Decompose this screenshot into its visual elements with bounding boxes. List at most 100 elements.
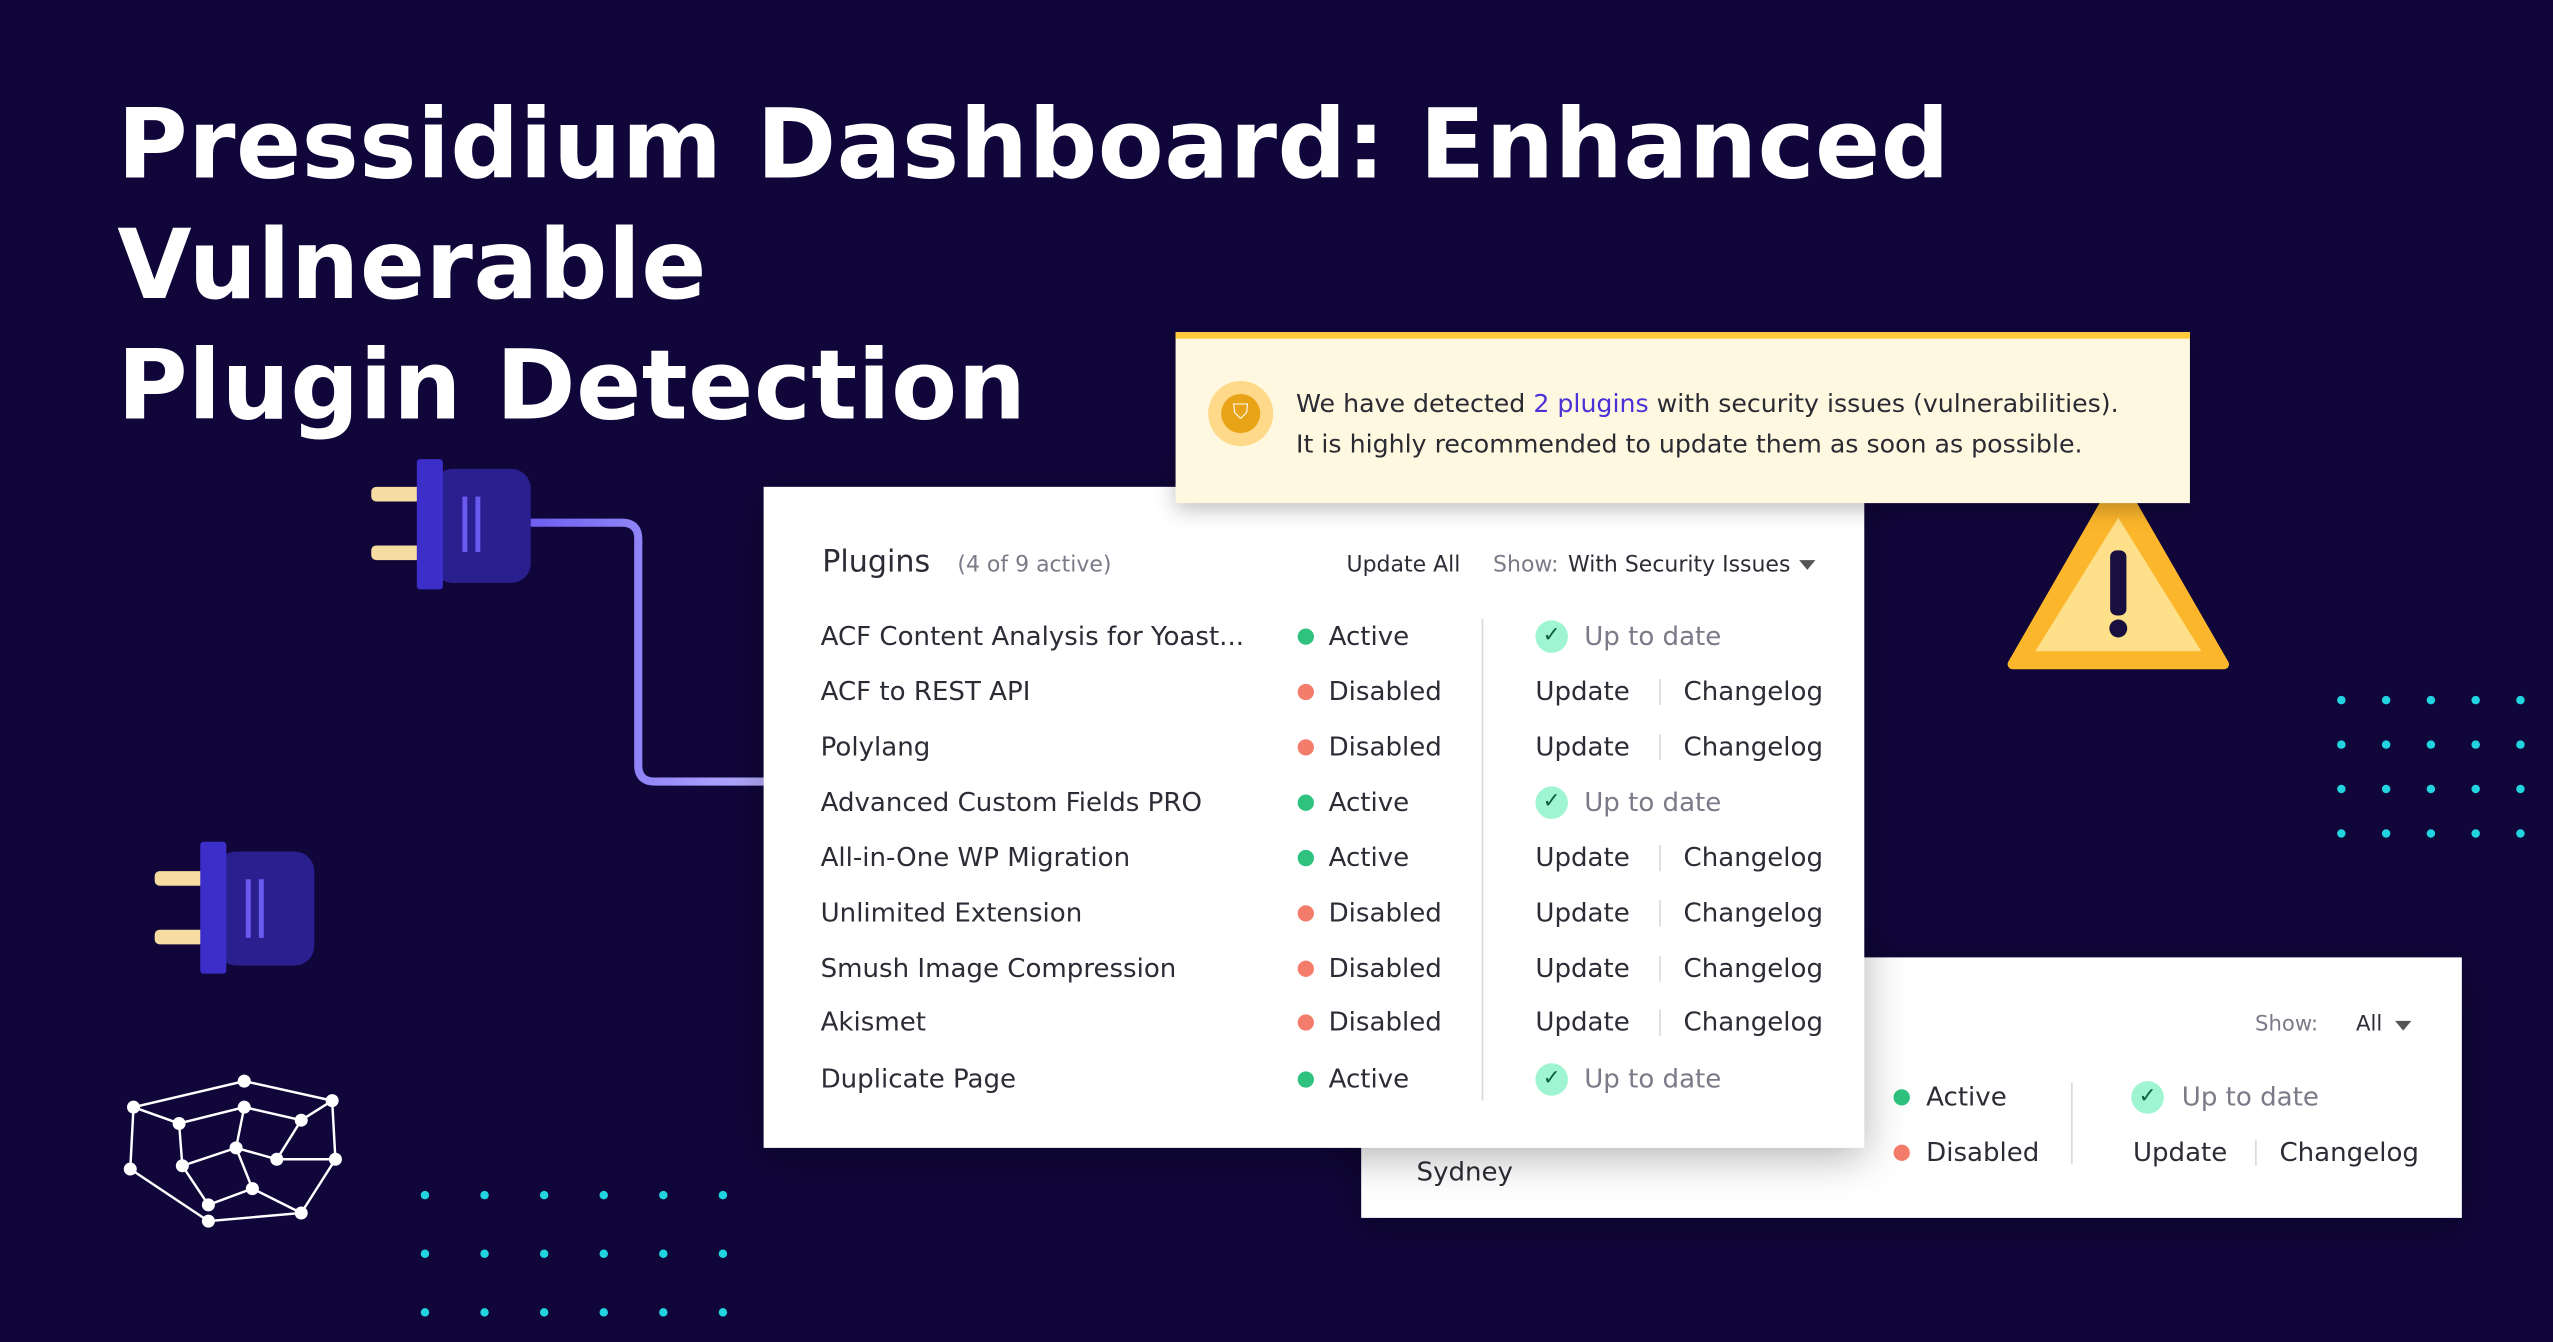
dot-grid-right	[2337, 695, 2525, 838]
decor-dot	[480, 1190, 489, 1200]
notice-line-2: It is highly recommended to update them …	[1296, 429, 2083, 460]
plugin-name: Akismet	[820, 1006, 926, 1038]
update-link[interactable]: Update	[1535, 675, 1630, 707]
decor-dot	[2337, 740, 2346, 749]
check-icon: ✓	[1535, 1063, 1568, 1096]
up-to-date-label: Up to date	[1584, 620, 1722, 652]
up-to-date-label: Up to date	[1584, 1063, 1722, 1095]
changelog-link[interactable]: Changelog	[1683, 1006, 1824, 1038]
dot-grid-bottom	[420, 1190, 728, 1317]
decor-dot	[2516, 740, 2525, 749]
plugins-panel: Plugins (4 of 9 active) Update All Show:…	[763, 486, 1865, 1148]
changelog-link[interactable]: Changelog	[1683, 897, 1824, 929]
decor-dot	[599, 1190, 608, 1200]
link-separator	[1659, 1009, 1661, 1036]
plugin-status: Disabled	[1328, 731, 1442, 762]
update-link[interactable]: Update	[2132, 1136, 2228, 1168]
decor-dot	[420, 1249, 430, 1258]
plugin-status: Active	[1328, 1063, 1410, 1095]
decor-dot	[480, 1249, 489, 1258]
active-status-dot	[1297, 794, 1314, 811]
link-separator	[1659, 845, 1661, 872]
update-link[interactable]: Update	[1535, 731, 1630, 762]
plugin-name: Advanced Custom Fields PRO	[820, 786, 1202, 818]
show-label: Show:	[2255, 1012, 2319, 1038]
plugin-name: Smush Image Compression	[820, 952, 1177, 984]
column-divider	[1481, 618, 1484, 1101]
changelog-link[interactable]: Changelog	[1683, 841, 1824, 873]
active-count: (4 of 9 active)	[957, 551, 1112, 579]
update-all-button[interactable]: Update All	[1346, 551, 1461, 579]
active-status-dot	[1297, 1071, 1314, 1088]
plug-2-icon	[154, 841, 315, 974]
update-link[interactable]: Update	[1535, 841, 1630, 873]
changelog-link[interactable]: Changelog	[1683, 731, 1824, 762]
link-separator	[1659, 900, 1661, 927]
decor-dot	[659, 1190, 668, 1200]
up-to-date-label: Up to date	[1584, 786, 1722, 818]
changelog-link[interactable]: Changelog	[2279, 1136, 2419, 1168]
chevron-down-icon[interactable]	[2395, 1020, 2412, 1031]
link-separator	[1659, 955, 1661, 982]
decor-dot	[2381, 829, 2391, 838]
show-filter-select[interactable]: All	[2356, 1012, 2383, 1038]
security-notice: ⛉ We have detected 2 plugins with securi…	[1175, 332, 2190, 504]
network-logo-icon	[123, 1074, 342, 1228]
plugin-name: ACF Content Analysis for Yoast...	[820, 620, 1245, 652]
decor-dot	[420, 1190, 430, 1200]
check-icon: ✓	[1535, 786, 1568, 819]
decor-dot	[2471, 784, 2480, 794]
link-separator	[2255, 1139, 2257, 1166]
decor-dot	[2471, 695, 2480, 705]
panel-title: Plugins	[822, 545, 931, 580]
notice-text-before: We have detected	[1296, 389, 1534, 419]
decor-dot	[2426, 784, 2436, 794]
plugin-status: Active	[1328, 620, 1410, 652]
status-label: Active	[1926, 1081, 2007, 1113]
show-label: Show:	[1493, 551, 1559, 579]
chevron-down-icon[interactable]	[1799, 560, 1816, 570]
show-filter-select[interactable]: With Security Issues	[1567, 551, 1791, 579]
plugin-status: Active	[1328, 786, 1410, 818]
disabled-status-dot	[1297, 960, 1314, 977]
plugin-name: ACF to REST API	[820, 675, 1031, 707]
decor-dot	[659, 1308, 668, 1317]
update-link[interactable]: Update	[1535, 897, 1630, 929]
decor-dot	[539, 1190, 549, 1200]
plugin-name: Duplicate Page	[820, 1063, 1017, 1095]
disabled-status-dot	[1893, 1144, 1910, 1161]
decor-dot	[2426, 740, 2436, 749]
plugin-name: Unlimited Extension	[820, 897, 1083, 929]
decor-dot	[2471, 740, 2480, 749]
headline: Pressidium Dashboard: Enhanced Vulnerabl…	[117, 85, 2396, 446]
link-separator	[1659, 678, 1661, 706]
headline-line-1: Pressidium Dashboard: Enhanced Vulnerabl…	[117, 87, 1950, 321]
plugin-status: Disabled	[1328, 675, 1442, 707]
active-status-dot	[1893, 1089, 1910, 1106]
link-separator	[1659, 734, 1661, 761]
plugin-status: Disabled	[1328, 952, 1442, 984]
decor-dot	[2516, 829, 2525, 838]
decor-dot	[599, 1308, 608, 1317]
warning-triangle-icon	[2007, 475, 2230, 670]
decor-dot	[2426, 695, 2436, 705]
decor-dot	[659, 1249, 668, 1258]
decor-dot	[2381, 784, 2391, 794]
decor-dot	[539, 1308, 549, 1317]
cable-1	[521, 518, 766, 786]
decor-dot	[718, 1308, 728, 1317]
status-label: Disabled	[1926, 1136, 2040, 1168]
decor-dot	[480, 1308, 489, 1317]
decor-dot	[2337, 784, 2346, 794]
update-link[interactable]: Update	[1535, 1006, 1630, 1038]
site-name: Sydney	[1416, 1156, 1513, 1187]
changelog-link[interactable]: Changelog	[1683, 675, 1824, 707]
active-status-dot	[1297, 628, 1314, 645]
plugins-link[interactable]: 2 plugins	[1533, 389, 1649, 419]
decor-dot	[420, 1308, 430, 1317]
plugin-name: Polylang	[820, 731, 931, 762]
decor-dot	[2381, 740, 2391, 749]
update-link[interactable]: Update	[1535, 952, 1630, 984]
check-icon: ✓	[1535, 620, 1568, 653]
changelog-link[interactable]: Changelog	[1683, 952, 1824, 984]
